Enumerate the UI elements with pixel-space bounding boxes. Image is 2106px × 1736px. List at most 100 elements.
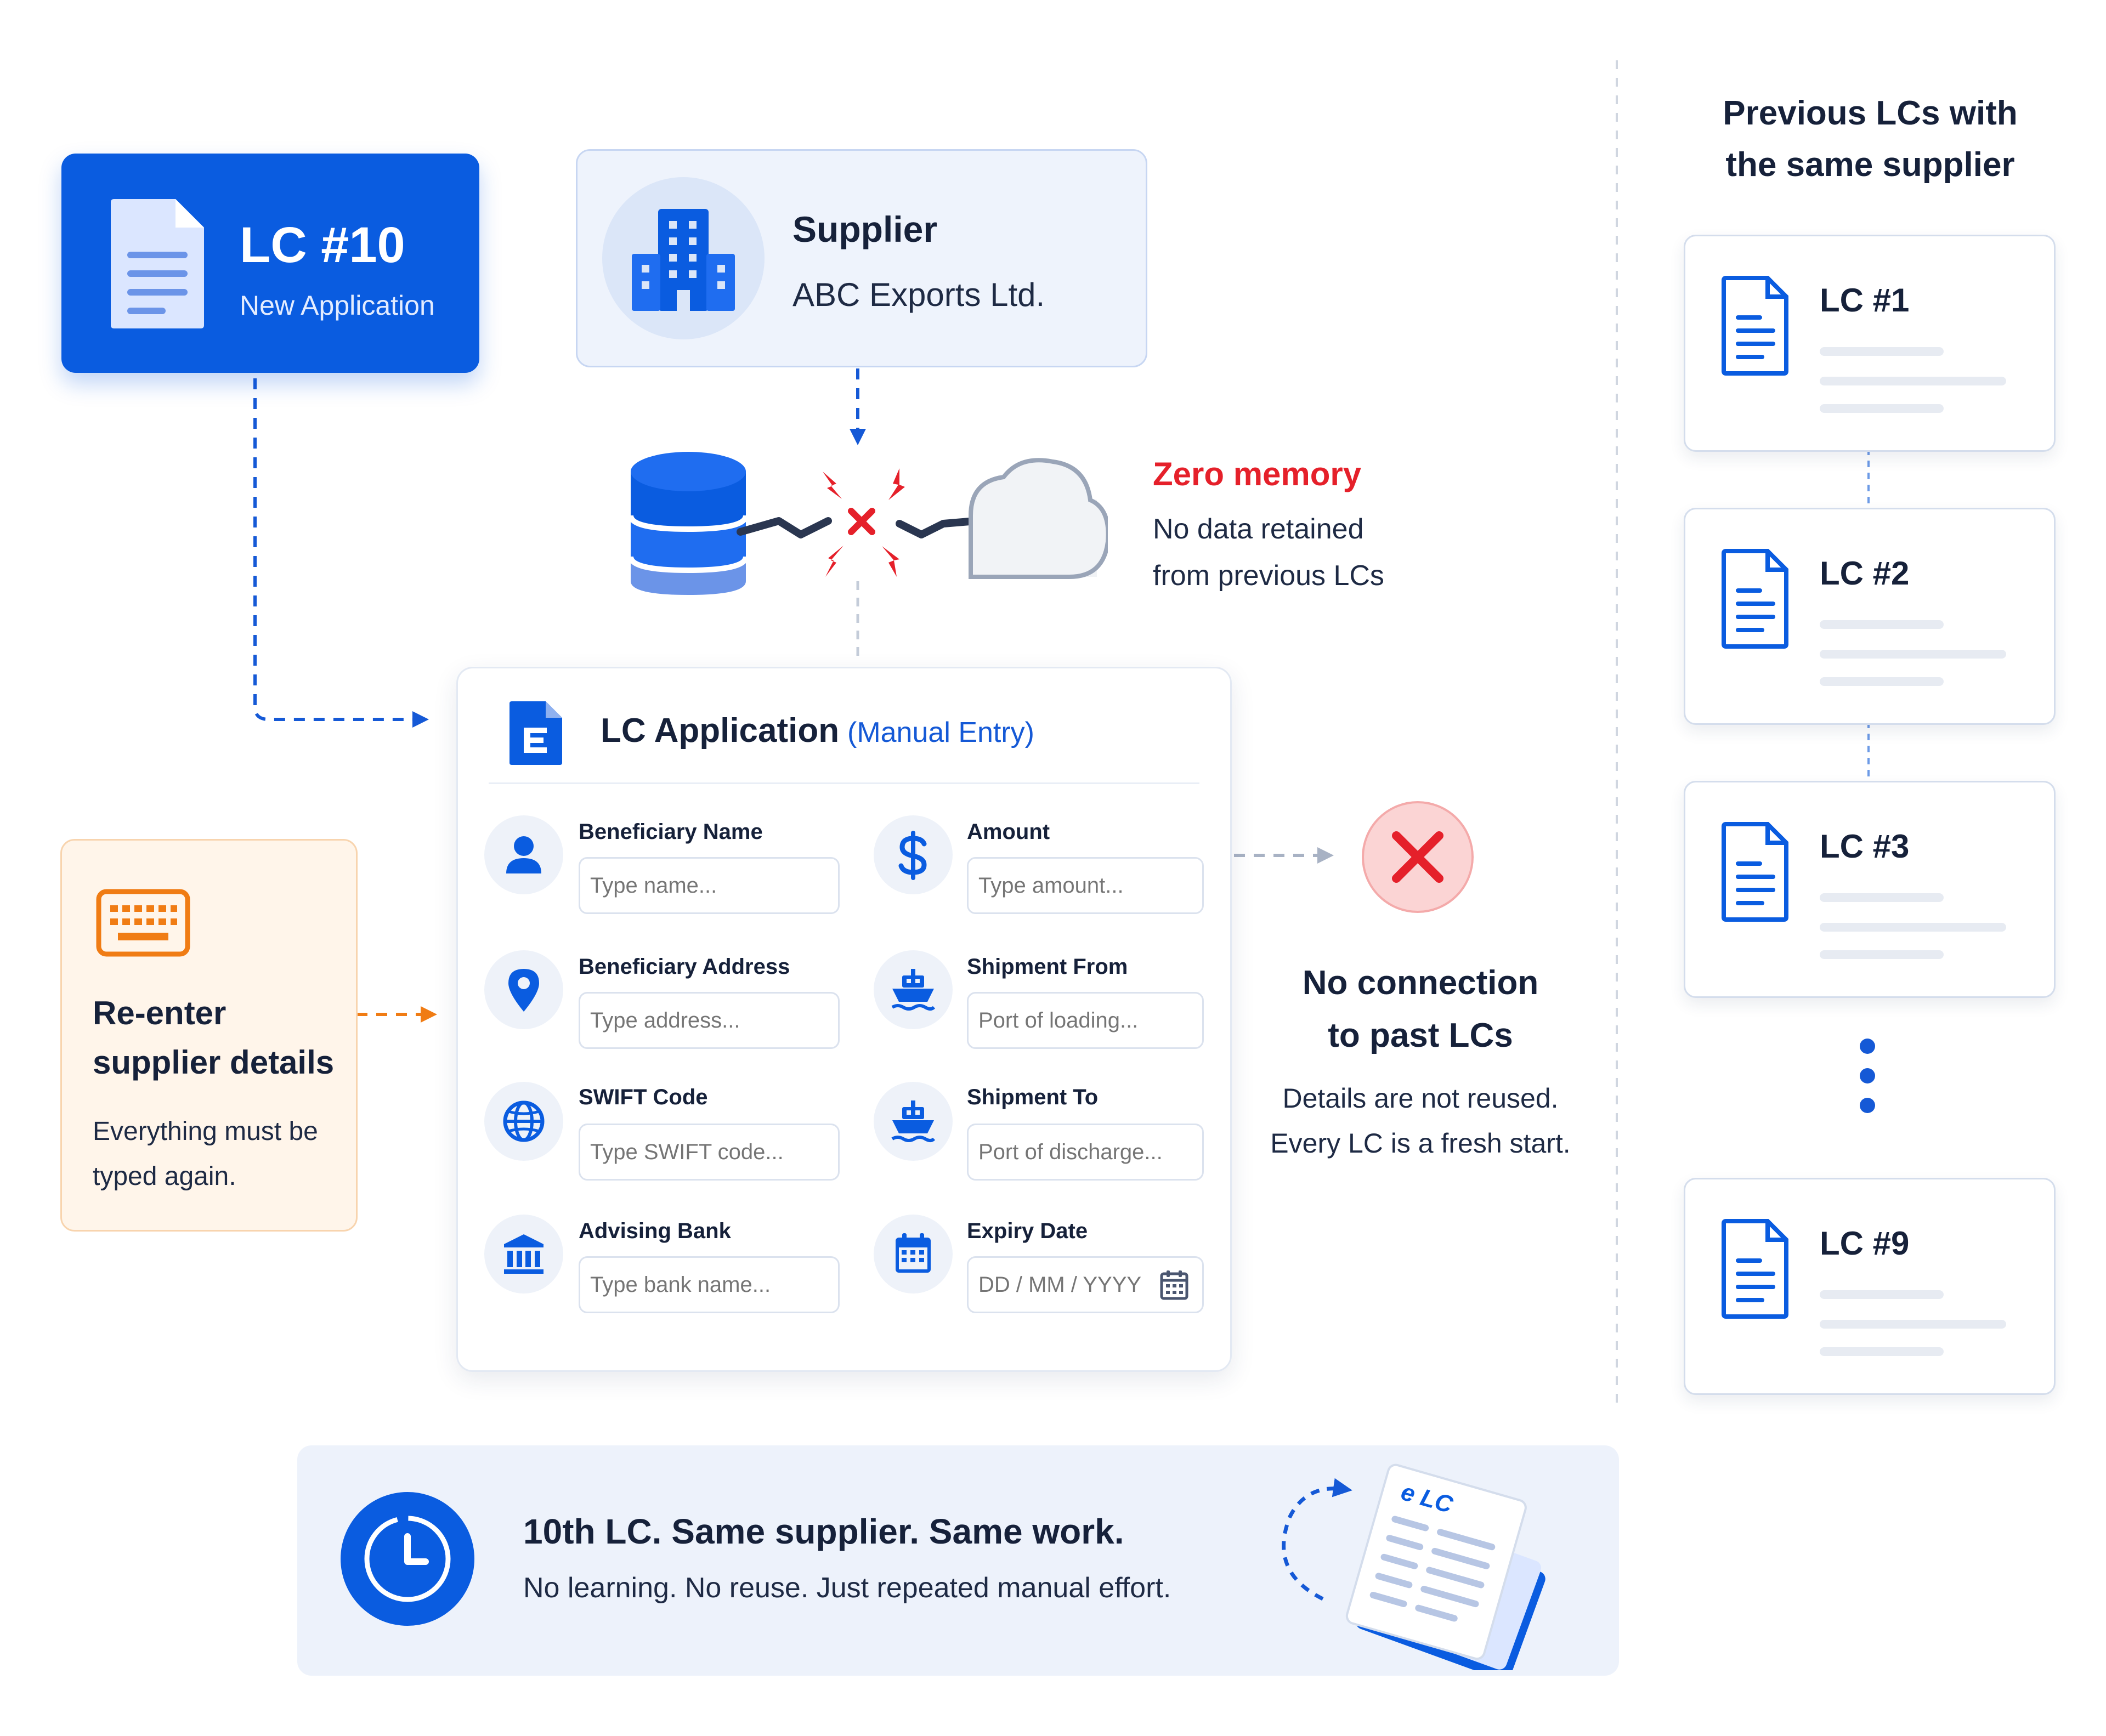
swift-code-input[interactable] xyxy=(579,1124,840,1181)
shipment-from-label: Shipment From xyxy=(967,955,1128,979)
previous-lc-label: LC #3 xyxy=(1820,828,1910,865)
keyboard-icon xyxy=(96,889,190,957)
form-document-icon xyxy=(509,701,562,765)
document-icon xyxy=(111,199,204,328)
zero-memory-line2: from previous LCs xyxy=(1153,560,1384,592)
previous-lcs-title: Previous LCs with the same supplier xyxy=(1695,88,2046,191)
broken-memory-graphic xyxy=(628,452,1108,595)
previous-lc-label: LC #2 xyxy=(1820,555,1910,592)
banner-body: No learning. No reuse. Just repeated man… xyxy=(523,1572,1171,1604)
broken-cable-left xyxy=(737,517,832,538)
repeat-arrow xyxy=(1282,1478,1352,1601)
bank-icon xyxy=(504,1234,544,1274)
supplier-name: ABC Exports Ltd. xyxy=(792,276,1045,313)
clock-icon xyxy=(341,1492,474,1626)
banner-title: 10th LC. Same supplier. Same work. xyxy=(523,1512,1124,1551)
amount-label: Amount xyxy=(967,820,1050,844)
no-connection-title: No connection to past LCs xyxy=(1201,957,1640,1062)
reenter-body-line2: typed again. xyxy=(93,1162,236,1191)
text-placeholder-line xyxy=(1820,893,1944,902)
advising-bank-input[interactable] xyxy=(579,1256,840,1313)
previous-lc-card: LC #2 xyxy=(1684,508,2056,725)
globe-icon xyxy=(503,1100,545,1142)
ellipsis-dot-3 xyxy=(1860,1098,1875,1113)
no-connection-title-line1: No connection xyxy=(1302,964,1539,1002)
expiry-date-input[interactable] xyxy=(967,1256,1204,1313)
field-icon-circle xyxy=(484,1215,563,1294)
location-pin-icon xyxy=(508,969,539,1012)
lc10-subtitle: New Application xyxy=(240,290,435,321)
previous-lc-label: LC #9 xyxy=(1820,1225,1910,1262)
advising-bank-label: Advising Bank xyxy=(579,1219,731,1243)
document-icon xyxy=(1722,276,1788,376)
amount-input[interactable] xyxy=(967,857,1204,914)
reenter-title-line1: Re-enter xyxy=(93,995,227,1031)
beneficiary-address-input[interactable] xyxy=(579,992,840,1049)
text-placeholder-line xyxy=(1820,1290,1944,1299)
reenter-details-card: Re-enter supplier details Everything mus… xyxy=(60,839,358,1232)
previous-lcs-title-line2: the same supplier xyxy=(1725,146,2015,184)
field-icon-circle xyxy=(874,1215,953,1294)
shipment-to-input[interactable] xyxy=(967,1124,1204,1181)
previous-lc-card: LC #3 xyxy=(1684,781,2056,998)
ellipsis-dot-2 xyxy=(1860,1068,1875,1083)
text-placeholder-line xyxy=(1820,404,1944,413)
swift-code-label: SWIFT Code xyxy=(579,1085,708,1109)
dollar-icon xyxy=(898,831,927,880)
field-icon-circle xyxy=(484,1082,563,1161)
zero-memory-title: Zero memory xyxy=(1153,456,1362,492)
cloud-icon xyxy=(969,458,1108,579)
previous-lcs-title-line1: Previous LCs with xyxy=(1723,94,2018,132)
text-placeholder-line xyxy=(1820,1347,1944,1356)
field-icon-circle xyxy=(484,815,563,894)
repeat-document-illustration: e LC xyxy=(1282,1463,1545,1670)
text-placeholder-line xyxy=(1820,1320,2006,1329)
text-placeholder-line xyxy=(1820,677,1944,686)
text-placeholder-line xyxy=(1820,950,1944,959)
form-mode: (Manual Entry) xyxy=(847,717,1034,748)
zero-memory-line1: No data retained xyxy=(1153,513,1364,545)
broken-cable-right xyxy=(896,517,980,538)
building-icon xyxy=(632,209,735,311)
ship-icon xyxy=(891,1100,936,1142)
lc10-to-form-connector xyxy=(253,378,429,728)
no-connection-x-icon xyxy=(1362,801,1474,913)
text-placeholder-line xyxy=(1820,347,1944,356)
document-icon xyxy=(1722,1219,1788,1319)
calendar-icon xyxy=(896,1233,931,1273)
field-icon-circle xyxy=(874,815,953,894)
form-divider xyxy=(489,782,1199,784)
calendar-picker-icon[interactable] xyxy=(1160,1269,1188,1300)
document-icon xyxy=(1722,549,1788,649)
supplier-avatar xyxy=(602,177,765,339)
beneficiary-address-label: Beneficiary Address xyxy=(579,955,790,979)
expiry-date-label: Expiry Date xyxy=(967,1219,1088,1243)
no-connection-body-line2: Every LC is a fresh start. xyxy=(1270,1128,1571,1159)
reenter-title: Re-enter supplier details xyxy=(93,989,356,1087)
shipment-from-input[interactable] xyxy=(967,992,1204,1049)
user-icon xyxy=(506,836,541,873)
text-placeholder-line xyxy=(1820,923,2006,932)
spark-icons xyxy=(823,468,905,577)
ship-icon xyxy=(891,969,936,1011)
reenter-body-line1: Everything must be xyxy=(93,1117,318,1146)
text-placeholder-line xyxy=(1820,620,1944,629)
no-connection-body-line1: Details are not reused. xyxy=(1282,1083,1559,1114)
lc-application-form: LC Application (Manual Entry) Beneficiar… xyxy=(456,667,1232,1372)
summary-banner: 10th LC. Same supplier. Same work. No le… xyxy=(297,1445,1619,1676)
previous-lc-label: LC #1 xyxy=(1820,282,1910,319)
beneficiary-name-input[interactable] xyxy=(579,857,840,914)
database-icon xyxy=(628,452,749,595)
form-title: LC Application xyxy=(601,712,840,750)
document-icon xyxy=(1722,822,1788,922)
field-icon-circle xyxy=(874,950,953,1029)
previous-lc-card: LC #9 xyxy=(1684,1178,2056,1395)
supplier-label: Supplier xyxy=(792,209,938,249)
beneficiary-name-label: Beneficiary Name xyxy=(579,820,763,844)
text-placeholder-line xyxy=(1820,650,2006,659)
no-connection-body: Details are not reused. Every LC is a fr… xyxy=(1201,1076,1640,1166)
reenter-body: Everything must be typed again. xyxy=(93,1109,350,1199)
shipment-to-label: Shipment To xyxy=(967,1085,1099,1109)
lc10-card: LC #10 New Application xyxy=(61,154,479,373)
